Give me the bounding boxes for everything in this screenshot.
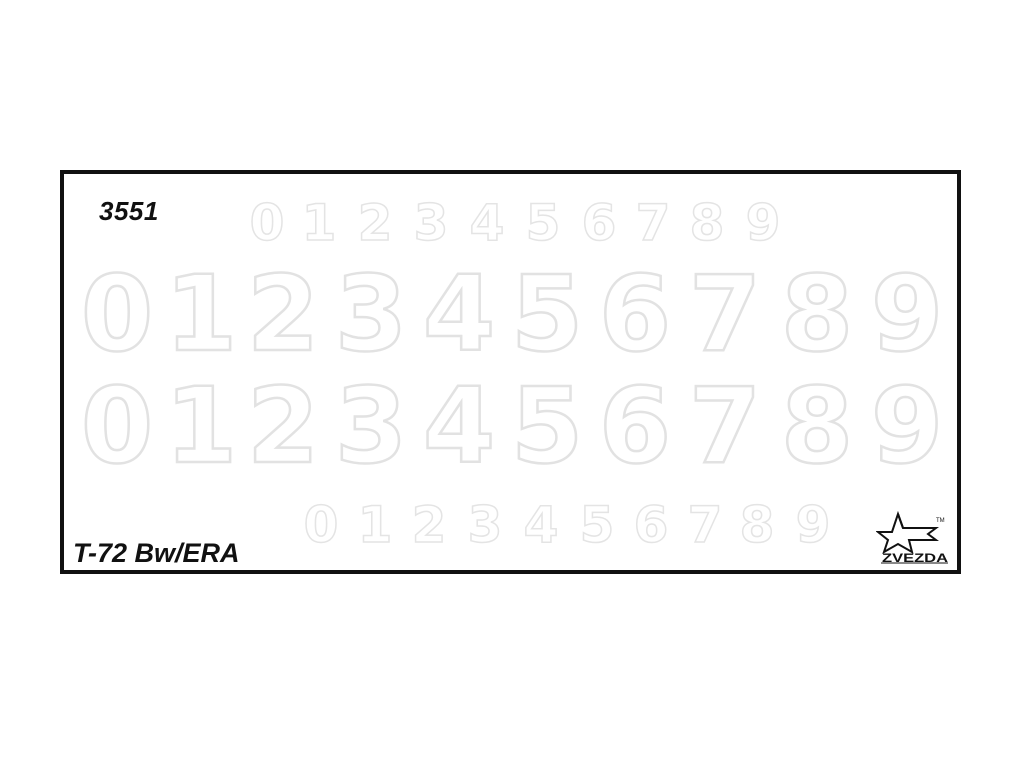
decal-digit: 7 [687, 496, 723, 554]
decal-digit: 8 [689, 194, 725, 252]
decal-sheet: 3551 0 1 2 3 4 5 6 7 8 9 0 1 2 3 4 5 6 7… [60, 170, 961, 574]
decal-digit: 3 [334, 253, 409, 375]
zvezda-logo: TM ZVEZDA [876, 510, 950, 564]
decal-digit: 9 [870, 365, 945, 487]
decal-digit: 5 [525, 194, 561, 252]
decal-digit: 4 [469, 194, 505, 252]
decal-digit: 3 [334, 365, 409, 487]
decal-digit: 8 [780, 365, 855, 487]
decal-digit: 0 [303, 496, 339, 554]
decal-digit: 5 [510, 253, 585, 375]
decal-digit: 4 [523, 496, 559, 554]
decal-digit: 9 [795, 496, 831, 554]
decal-digit: 5 [510, 365, 585, 487]
decal-digit: 2 [246, 365, 321, 487]
decal-digit: 1 [357, 496, 393, 554]
decal-digit: 4 [422, 365, 497, 487]
decal-digit: 0 [249, 194, 285, 252]
decal-digit: 6 [598, 365, 673, 487]
decal-digit: 4 [422, 253, 497, 375]
decal-digit: 1 [164, 365, 239, 487]
decal-digit: 1 [301, 194, 337, 252]
star-flag-icon: TM ZVEZDA [876, 510, 948, 564]
decal-digit: 7 [688, 365, 763, 487]
decal-digit: 2 [357, 194, 393, 252]
decal-digit: 8 [780, 253, 855, 375]
kit-number: 3551 [99, 196, 159, 226]
model-name: T-72 Bw/ERA [73, 538, 240, 568]
decal-digit: 1 [164, 253, 239, 375]
trademark-mark: TM [936, 518, 945, 524]
decal-digit: 2 [411, 496, 447, 554]
brand-name: ZVEZDA [882, 551, 948, 564]
decal-digit: 0 [80, 253, 155, 375]
decal-digit: 5 [579, 496, 615, 554]
decal-digit: 7 [635, 194, 671, 252]
decal-digit: 6 [581, 194, 617, 252]
decal-digit: 9 [745, 194, 781, 252]
decal-digit: 8 [739, 496, 775, 554]
decal-digit: 0 [80, 365, 155, 487]
decal-digit: 6 [598, 253, 673, 375]
decal-digit: 3 [413, 194, 449, 252]
decal-digit: 6 [633, 496, 669, 554]
decal-digit: 9 [870, 253, 945, 375]
decal-digit: 2 [246, 253, 321, 375]
decal-digit: 3 [467, 496, 503, 554]
decal-digit: 7 [688, 253, 763, 375]
